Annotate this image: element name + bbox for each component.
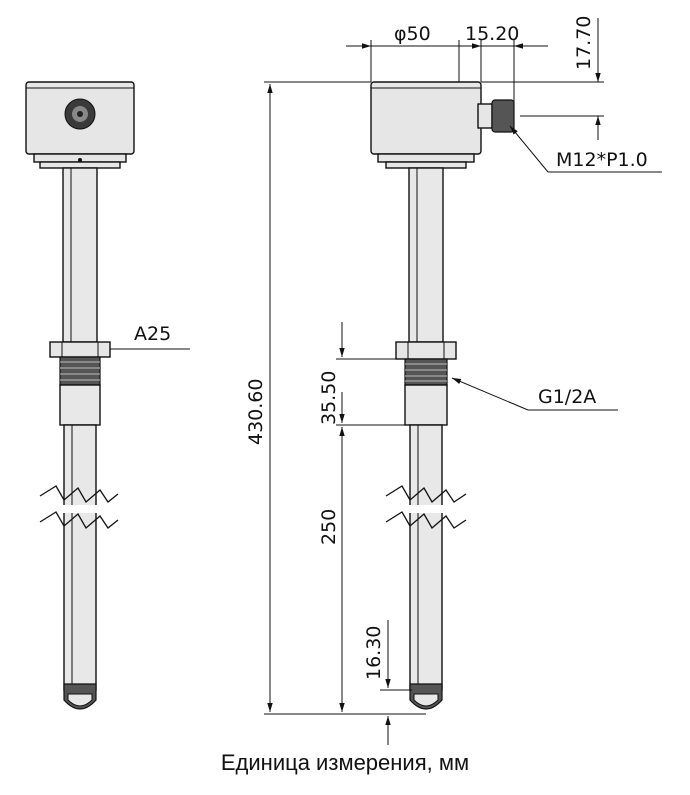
top-height-label: 17.70 <box>573 16 595 70</box>
m12-connector-icon <box>477 99 515 133</box>
tip-length-label: 16.30 <box>363 626 385 680</box>
connector-callout: M12*P1.0 <box>509 125 662 173</box>
offset-dimension: 15.20 <box>465 23 548 112</box>
wrench-size-callout: A25 <box>110 323 190 350</box>
process-thread-label: G1/2A <box>538 386 596 408</box>
top-height-dimension: 17.70 <box>481 16 604 140</box>
right-view-sensor <box>370 81 515 710</box>
connector-face-icon <box>64 98 96 130</box>
process-thread-callout: G1/2A <box>451 377 618 411</box>
left-view-sensor <box>25 81 135 710</box>
insertion-length-dimension: 250 <box>318 427 345 712</box>
wrench-size-label: A25 <box>134 323 171 345</box>
thread-length-label: 35.50 <box>318 371 340 425</box>
total-length-label: 430.60 <box>245 379 267 445</box>
total-length-dimension: 430.60 <box>245 81 426 715</box>
diameter-label: φ50 <box>394 23 431 45</box>
diameter-dimension: φ50 <box>346 23 470 82</box>
thread-length-dimension: 35.50 <box>318 322 405 426</box>
tip-length-dimension: 16.30 <box>363 620 412 745</box>
connector-label: M12*P1.0 <box>556 149 648 171</box>
unit-caption: Единица измерения, мм <box>220 750 470 775</box>
insertion-length-label: 250 <box>318 509 340 545</box>
offset-label: 15.20 <box>465 23 519 45</box>
